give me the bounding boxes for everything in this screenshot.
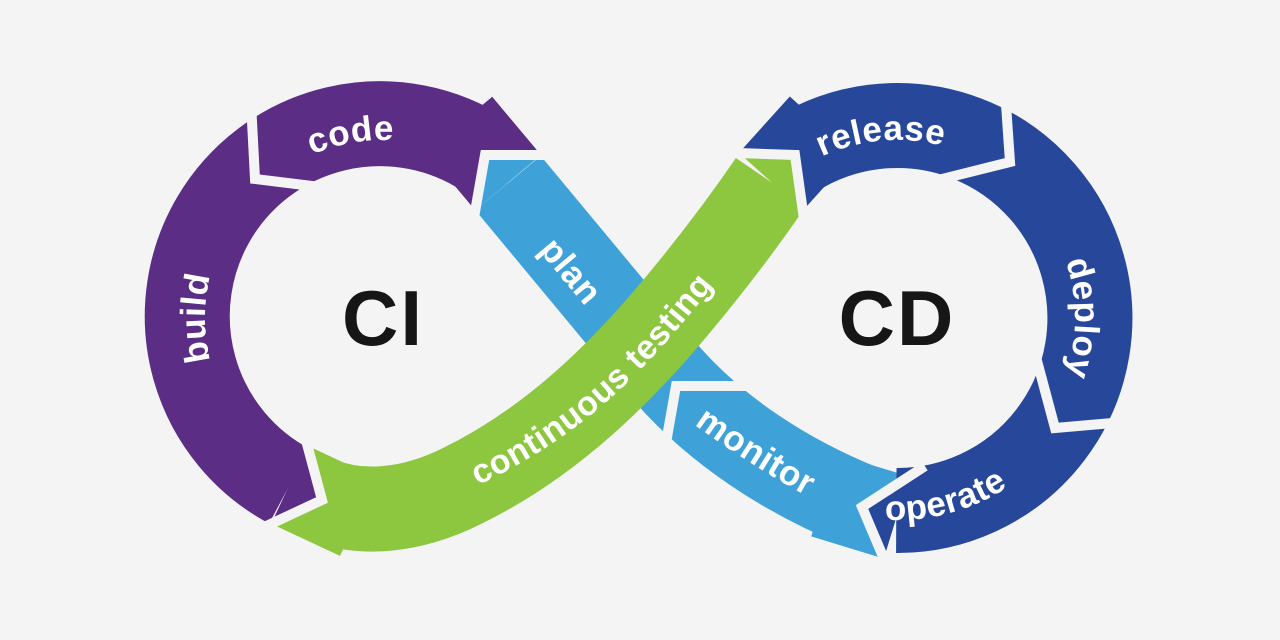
- junction-gap-code-build: [246, 103, 331, 194]
- operate-arrow-tip: [858, 476, 909, 559]
- junction-gap-operate-monitor: [855, 462, 928, 578]
- junction-gap-plan-code: [467, 150, 560, 230]
- ci-title: CI: [342, 274, 424, 362]
- plan-arrow-tip: [475, 151, 541, 211]
- junction-gap-build-testing: [251, 426, 328, 537]
- testing-arrow-tip: [738, 152, 803, 211]
- junction-gap-testing-release: [719, 147, 811, 230]
- cd-ring: [772, 83, 1133, 554]
- ci-ring: [144, 81, 509, 524]
- junction-gap-monitor-plan: [658, 381, 751, 461]
- junction-gap-deploy-operate: [1030, 354, 1131, 434]
- continuous-testing-band: [306, 158, 807, 552]
- cd-title: CD: [839, 274, 956, 362]
- junction-gap-release-deploy: [935, 86, 1016, 186]
